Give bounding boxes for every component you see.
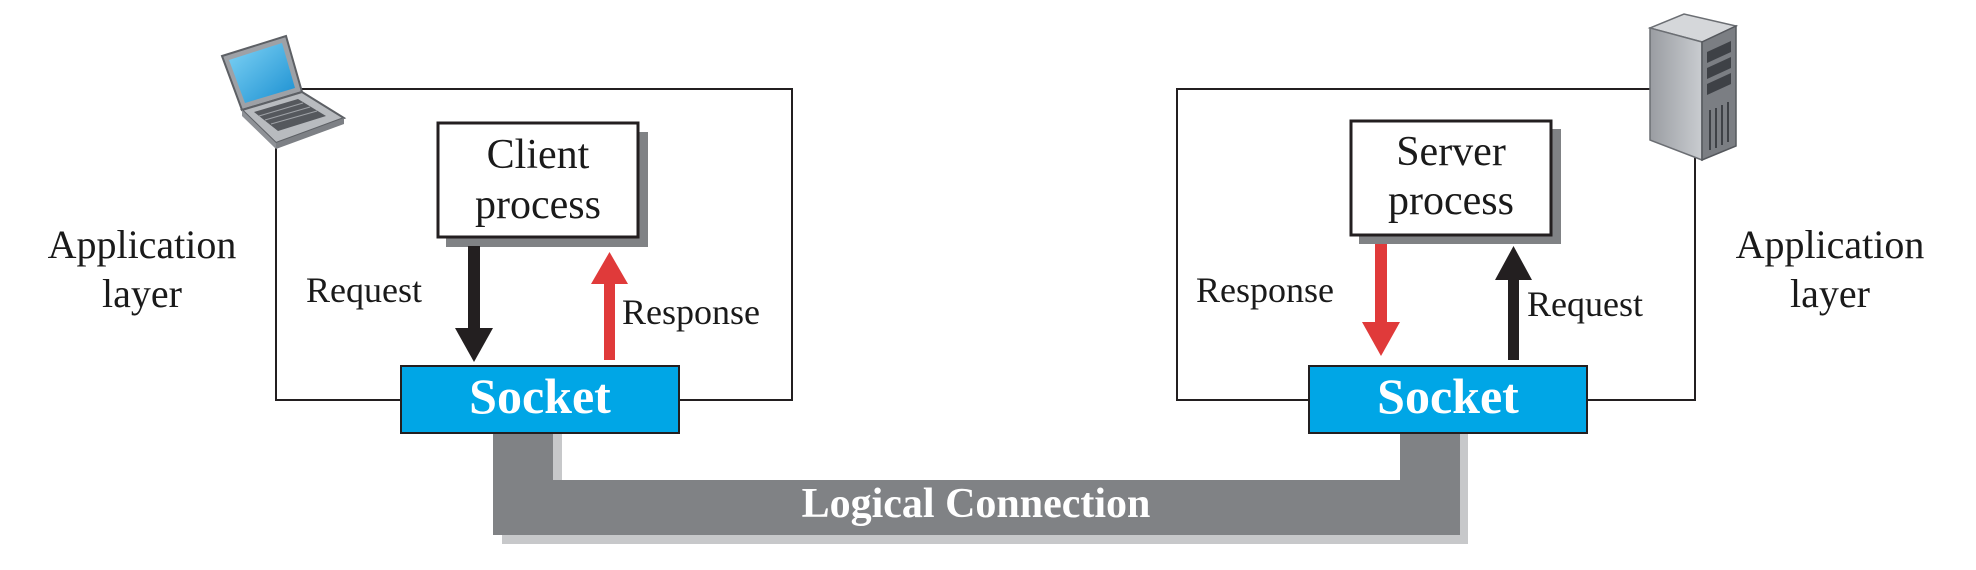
client-socket	[400, 365, 680, 434]
client-response-arrow	[591, 252, 628, 360]
server-response-label: Response	[1196, 270, 1334, 310]
server-socket-label: Socket	[1377, 368, 1519, 424]
client-request-label: Request	[306, 270, 422, 310]
client-host: Client process Request Response Socket A…	[48, 34, 793, 434]
client-socket-label: Socket	[469, 368, 611, 424]
server-tower-icon	[1647, 13, 1739, 162]
server-host: Server process Response Request Socket A…	[1176, 13, 1925, 434]
server-application-layer-label-line2: layer	[1790, 271, 1870, 316]
laptop-icon	[220, 34, 347, 149]
logical-connection: Logical Connection	[493, 420, 1468, 544]
server-process-label-line2: process	[1388, 178, 1514, 224]
client-request-arrow	[455, 246, 493, 362]
client-response-label: Response	[622, 292, 760, 332]
server-process-label-line1: Server	[1396, 129, 1506, 175]
client-process-box	[436, 121, 640, 239]
client-application-layer-label-line1: Application	[48, 222, 237, 267]
server-application-layer-label-line1: Application	[1736, 222, 1925, 267]
server-request-label: Request	[1527, 284, 1643, 324]
server-request-arrow	[1495, 246, 1532, 360]
client-process-label-line1: Client	[487, 132, 590, 178]
server-socket	[1308, 365, 1588, 434]
logical-connection-label: Logical Connection	[802, 481, 1151, 527]
client-process-label-line2: process	[475, 182, 601, 228]
server-process-box	[1349, 119, 1553, 237]
server-response-arrow	[1362, 244, 1400, 356]
client-application-layer-label-line2: layer	[102, 271, 182, 316]
